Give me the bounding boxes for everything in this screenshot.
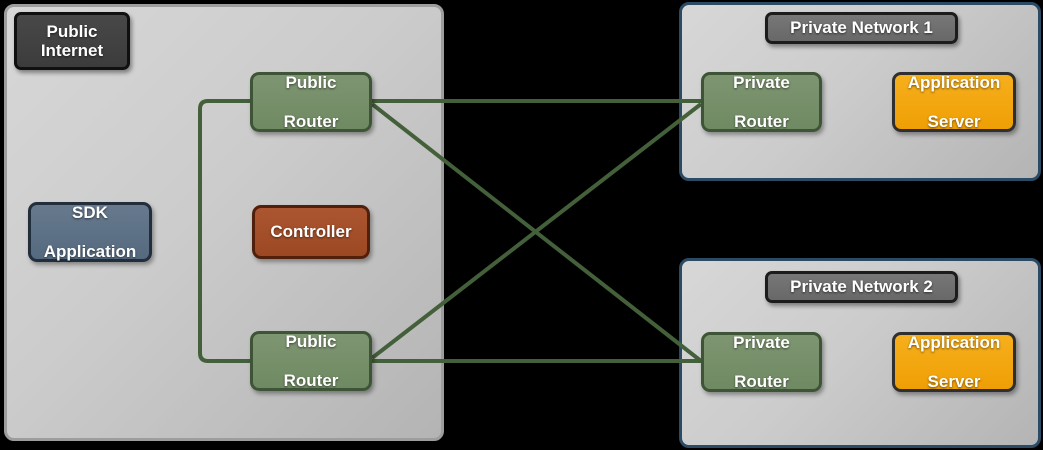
node-private-router-1[interactable]: Private Router — [701, 72, 822, 132]
node-public-router-bottom-line2: Router — [283, 370, 339, 390]
badge-private-network-2-label: Private Network 2 — [790, 277, 933, 297]
node-app-server-2-line2: Server — [927, 371, 981, 391]
node-sdk-application-line1: SDK — [72, 203, 108, 223]
node-sdk-application[interactable]: SDK Application — [28, 202, 152, 262]
badge-public-internet-line1: Public — [46, 21, 98, 41]
node-sdk-application-line2: Application — [43, 241, 137, 261]
node-private-router-2-line2: Router — [734, 371, 789, 391]
node-public-router-top[interactable]: Public Router — [250, 72, 372, 132]
node-app-server-1-line1: Application — [907, 73, 1001, 93]
node-public-router-top-line1: Public — [285, 73, 337, 93]
node-controller[interactable]: Controller — [252, 205, 370, 259]
node-public-router-bottom-line1: Public — [285, 332, 337, 352]
badge-private-network-1-label: Private Network 1 — [790, 18, 933, 38]
node-private-router-2[interactable]: Private Router — [701, 332, 822, 392]
badge-public-internet: Public Internet — [14, 12, 130, 70]
node-controller-label: Controller — [270, 222, 352, 242]
node-private-router-2-line1: Private — [733, 333, 790, 353]
node-private-router-1-line2: Router — [734, 111, 789, 131]
node-public-router-top-line2: Router — [283, 111, 339, 131]
badge-public-internet-line2: Internet — [40, 41, 104, 60]
node-app-server-2[interactable]: Application Server — [892, 332, 1016, 392]
node-app-server-2-line1: Application — [907, 333, 1001, 353]
badge-private-network-2: Private Network 2 — [765, 271, 958, 303]
node-app-server-1[interactable]: Application Server — [892, 72, 1016, 132]
node-private-router-1-line1: Private — [733, 73, 790, 93]
node-public-router-bottom[interactable]: Public Router — [250, 331, 372, 391]
node-app-server-1-line2: Server — [927, 111, 981, 131]
badge-private-network-1: Private Network 1 — [765, 12, 958, 44]
